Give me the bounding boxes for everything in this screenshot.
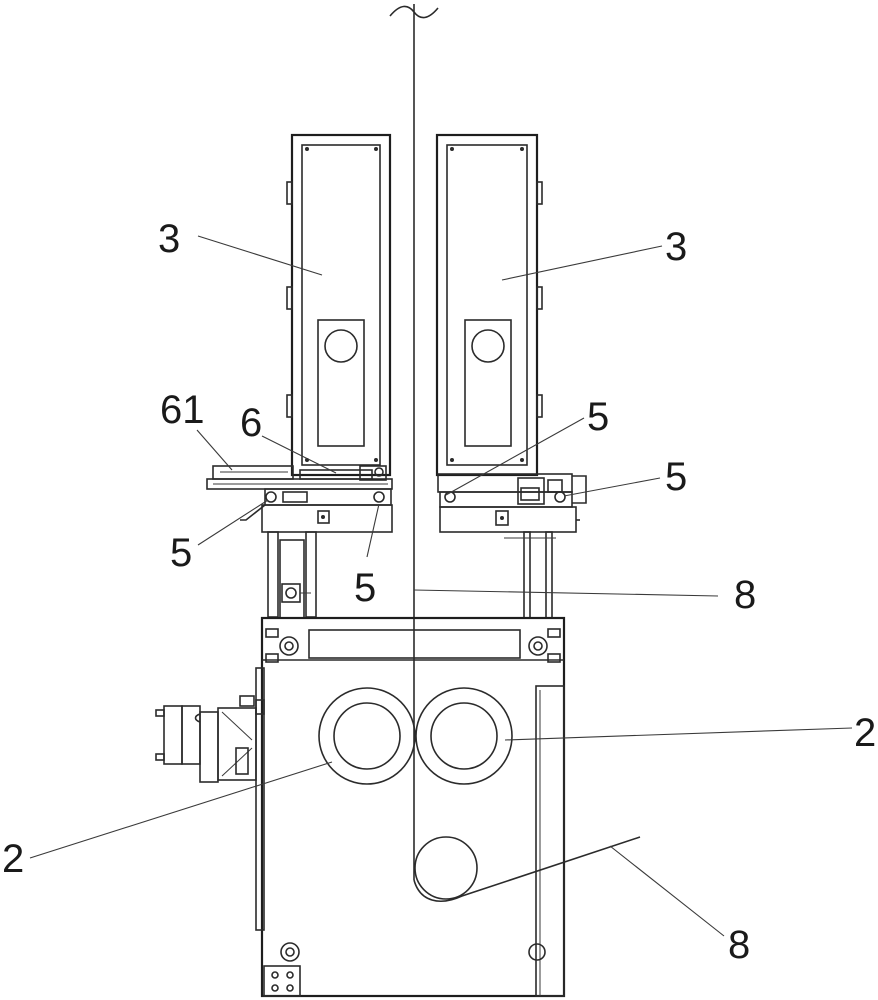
label-housing-right: 3	[665, 225, 687, 269]
right-housing	[435, 133, 543, 477]
left-housing	[286, 133, 392, 477]
label-61: 61	[160, 388, 205, 432]
label-bearing-far-right: 5	[665, 455, 687, 499]
label-6: 6	[240, 401, 262, 445]
right-roller	[415, 687, 513, 785]
label-roller-right: 2	[854, 711, 876, 755]
label-fiber-upper: 8	[734, 573, 756, 617]
label-fiber-lower: 8	[728, 923, 750, 967]
reference-labels: 3 3 61 6 5 5 5 5 8 2 2 8	[2, 217, 876, 967]
label-bearing-center-left: 5	[354, 566, 376, 610]
guide-roller	[413, 836, 641, 902]
label-bearing-upper-right: 5	[587, 395, 609, 439]
label-housing-left: 3	[158, 217, 180, 261]
motor-assembly	[155, 695, 265, 783]
main-frame	[255, 616, 566, 998]
label-roller-left: 2	[2, 837, 24, 881]
leader-lines	[29, 235, 853, 937]
left-roller	[318, 687, 416, 785]
label-bearing-left: 5	[170, 531, 192, 575]
right-base-mechanism	[437, 473, 587, 619]
